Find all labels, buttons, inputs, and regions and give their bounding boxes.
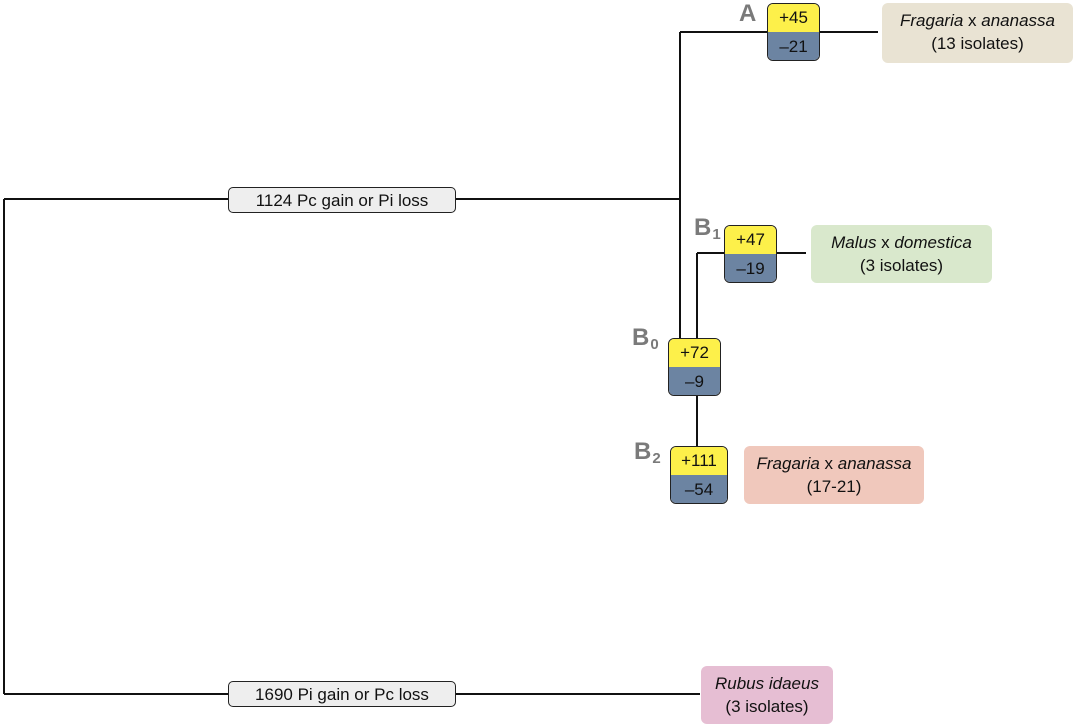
loss-count: –19: [725, 254, 776, 282]
node-label-a: A: [739, 0, 757, 27]
node-label-b0: B0: [632, 324, 659, 353]
gain-count: +47: [725, 226, 776, 254]
taxon-detail: (3 isolates): [725, 697, 809, 716]
event-box-b1: +47 –19: [724, 225, 777, 283]
taxon-detail: (13 isolates): [931, 34, 1024, 53]
gain-count: +72: [669, 339, 720, 367]
taxon-box-rubus: Rubus idaeus (3 isolates): [701, 666, 833, 724]
gain-count: +111: [671, 447, 727, 475]
event-box-a: +45 –21: [767, 3, 820, 61]
node-label-b2: B2: [634, 438, 661, 467]
taxon-detail: (3 isolates): [859, 256, 944, 275]
loss-count: –21: [768, 32, 819, 60]
lower-branch-label: 1690 Pi gain or Pc loss: [228, 681, 456, 707]
loss-count: –9: [669, 367, 720, 395]
taxon-box-a: Fragaria x ananassa (13 isolates): [882, 3, 1073, 63]
taxon-name: Malus x domestica: [831, 233, 972, 252]
event-box-b0: +72 –9: [668, 338, 721, 396]
taxon-name: Rubus idaeus: [715, 674, 819, 693]
loss-count: –54: [671, 475, 727, 503]
taxon-detail: (17-21): [806, 477, 862, 496]
gain-count: +45: [768, 4, 819, 32]
event-box-b2: +111 –54: [670, 446, 728, 504]
taxon-name: Fragaria x ananassa: [756, 454, 912, 473]
node-label-b1: B1: [694, 214, 721, 243]
taxon-name: Fragaria x ananassa: [900, 11, 1055, 30]
taxon-box-b1: Malus x domestica (3 isolates): [811, 225, 992, 283]
upper-branch-label: 1124 Pc gain or Pi loss: [228, 187, 456, 213]
taxon-box-b2: Fragaria x ananassa (17-21): [744, 446, 924, 504]
